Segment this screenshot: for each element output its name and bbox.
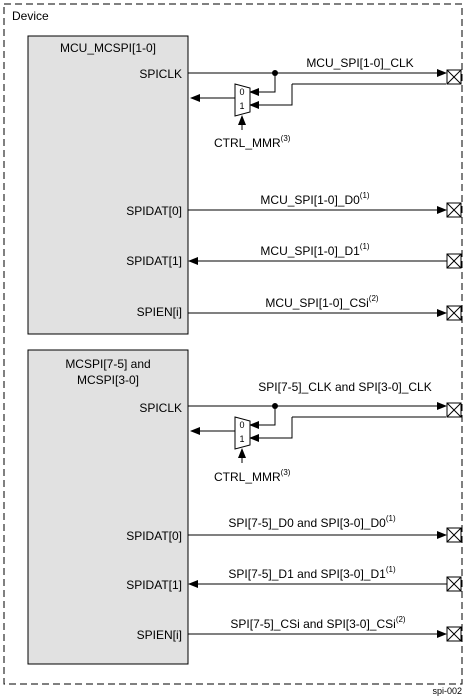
pad-clk — [446, 69, 462, 85]
block-title-line1: MCSPI[7-5] and — [65, 357, 150, 371]
pad-clk — [446, 402, 462, 418]
port-spidat1: SPIDAT[1] — [126, 254, 182, 268]
mcspi-block: MCSPI[7-5] and MCSPI[3-0] SPICLK SPIDAT[… — [27, 349, 462, 665]
block-title-line2: MCSPI[3-0] — [77, 373, 139, 387]
port-spidat0: SPIDAT[0] — [126, 529, 182, 543]
pad-d0 — [446, 202, 462, 218]
mux-shape — [234, 416, 251, 450]
mcu-mcspi-block: MCU_MCSPI[1-0] SPICLK SPIDAT[0] SPIDAT[1… — [27, 35, 462, 335]
port-spien: SPIEN[i] — [137, 305, 182, 319]
mcspi-box — [27, 349, 189, 665]
mux-in0-wire — [249, 406, 276, 429]
port-spidat1: SPIDAT[1] — [126, 578, 182, 592]
signal-clk-label: MCU_SPI[1-0]_CLK — [306, 56, 413, 70]
pad-csi — [446, 305, 462, 321]
mux-in1-label: 1 — [239, 434, 244, 444]
port-spidat0: SPIDAT[0] — [126, 204, 182, 218]
mux-in0-wire — [249, 73, 276, 96]
signal-d1-label: MCU_SPI[1-0]_D1(1) — [260, 242, 369, 258]
pad-d0 — [446, 527, 462, 543]
ctrl-mmr-label: CTRL_MMR(3) — [214, 468, 291, 484]
block-title: MCU_MCSPI[1-0] — [60, 41, 156, 55]
mux-shape — [234, 83, 251, 117]
pad-d1 — [446, 253, 462, 269]
mcu-mcspi-box — [27, 35, 189, 335]
mux-in1-wire — [249, 417, 293, 442]
mux-in0-label: 0 — [239, 87, 244, 97]
device-boundary — [3, 3, 463, 685]
signal-d1-label: SPI[7-5]_D1 and SPI[3-0]_D1(1) — [228, 565, 396, 581]
ctrl-mmr-label: CTRL_MMR(3) — [214, 134, 291, 150]
port-spien: SPIEN[i] — [137, 628, 182, 642]
device-label: Device — [12, 9, 49, 23]
mux-in1-wire — [249, 84, 293, 109]
signal-d0-label: SPI[7-5]_D0 and SPI[3-0]_D0(1) — [228, 514, 396, 530]
pad-d1 — [446, 576, 462, 592]
pad-csi — [446, 626, 462, 642]
signal-csi-label: SPI[7-5]_CSi and SPI[3-0]_CSi(2) — [230, 615, 406, 631]
signal-clk-label: SPI[7-5]_CLK and SPI[3-0]_CLK — [258, 380, 431, 394]
port-spiclk: SPICLK — [139, 67, 182, 81]
mux-in1-label: 1 — [239, 101, 244, 111]
port-spiclk: SPICLK — [139, 401, 182, 415]
signal-csi-label: MCU_SPI[1-0]_CSi(2) — [265, 294, 378, 310]
signal-d0-label: MCU_SPI[1-0]_D0(1) — [260, 191, 369, 207]
mux-in0-label: 0 — [239, 420, 244, 430]
figure-id: spi-002 — [432, 686, 462, 696]
